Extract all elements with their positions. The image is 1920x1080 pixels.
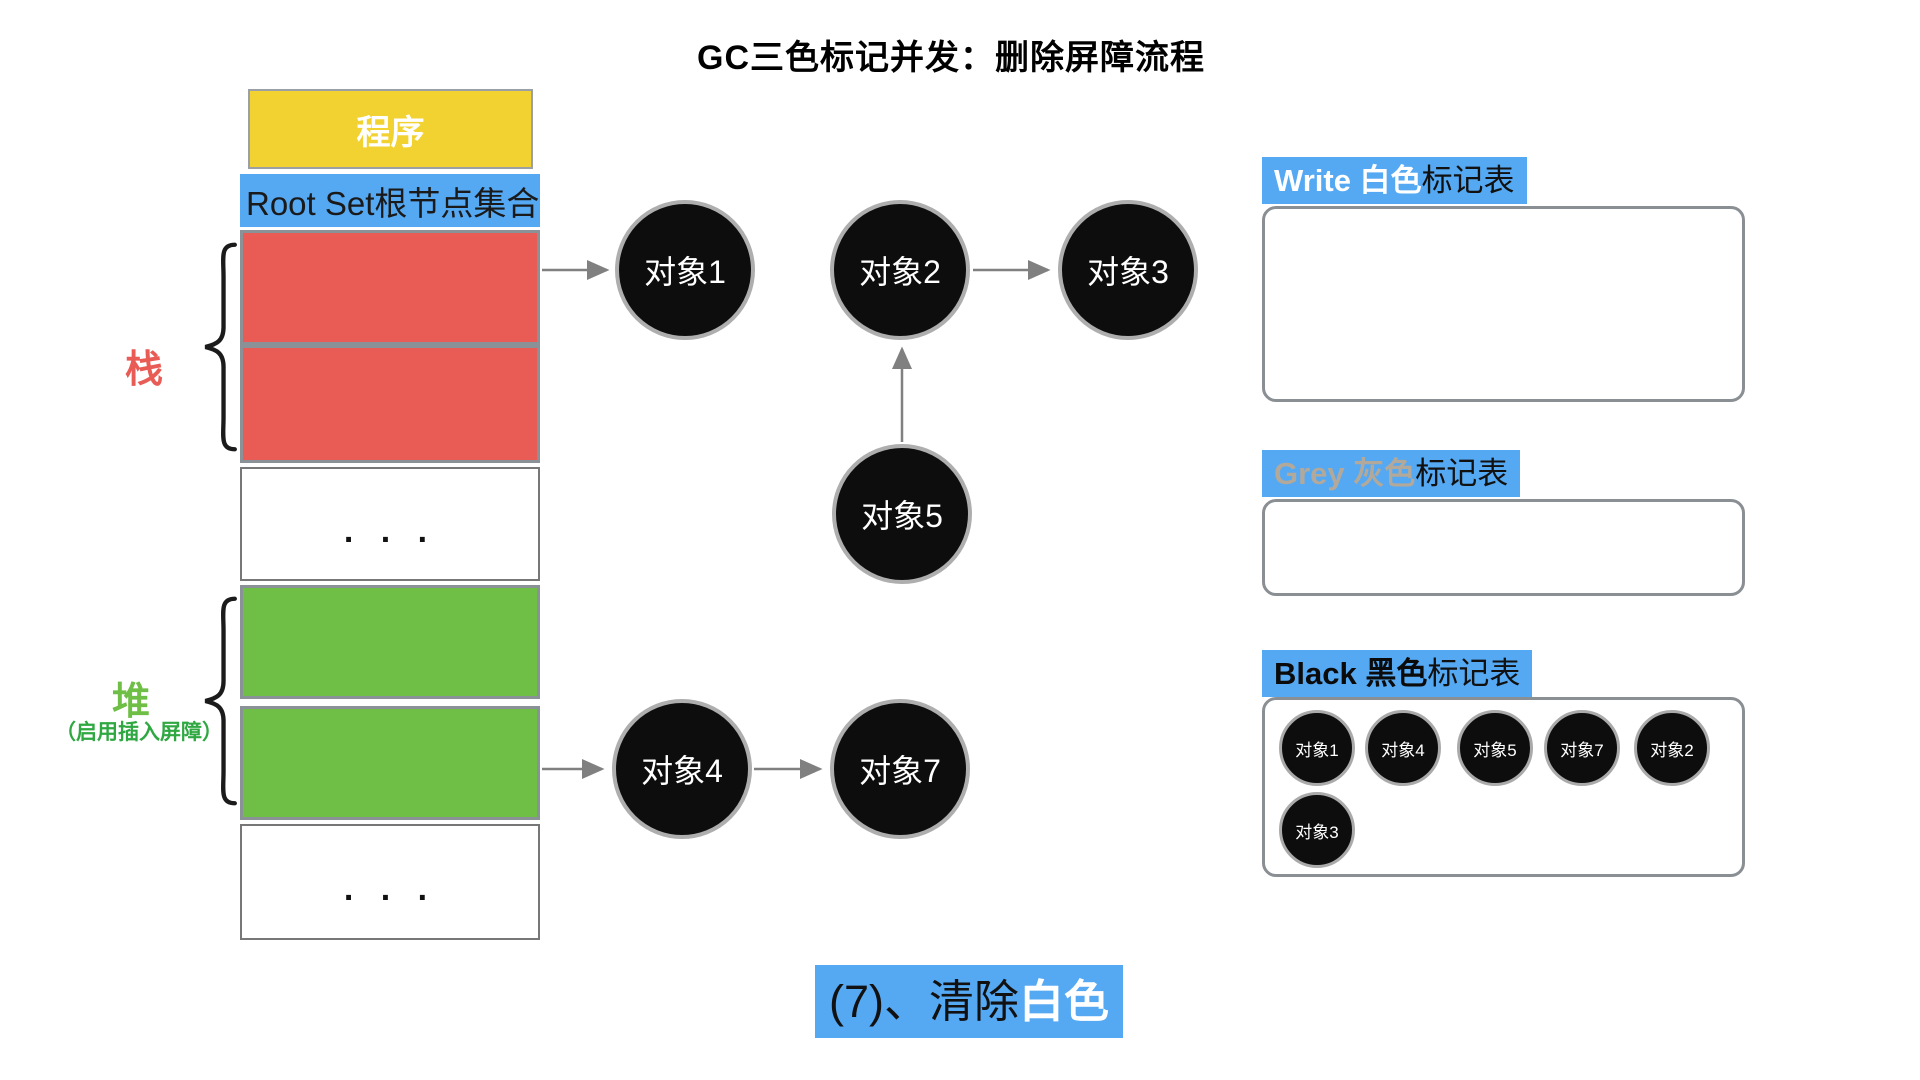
black-item-label: 对象7 xyxy=(1560,740,1604,760)
ellipsis-block-top: . . . xyxy=(240,467,540,581)
black-table-item-obj7: 对象7 xyxy=(1544,710,1620,786)
program-label: 程序 xyxy=(356,113,425,152)
white-table-label: Write 白色标记表 xyxy=(1262,157,1527,204)
black-table-label-rest: 标记表 xyxy=(1427,656,1521,691)
stack-label: 栈 xyxy=(125,349,164,391)
black-item-label: 对象3 xyxy=(1295,822,1339,842)
heap-label: 堆 xyxy=(112,681,151,723)
node-obj2: 对象2 xyxy=(830,200,970,340)
step-caption: (7)、清除白色 xyxy=(815,965,1124,1038)
node-obj1-label: 对象1 xyxy=(644,254,726,290)
black-table-item-obj1: 对象1 xyxy=(1279,710,1355,786)
white-table-box xyxy=(1262,206,1745,402)
black-item-label: 对象5 xyxy=(1473,740,1517,760)
stack-slot-2 xyxy=(240,345,540,463)
ellipsis-block-bottom: . . . xyxy=(240,824,540,940)
node-obj3: 对象3 xyxy=(1058,200,1198,340)
node-obj3-label: 对象3 xyxy=(1087,254,1169,290)
grey-table-label: Grey 灰色标记表 xyxy=(1262,450,1521,497)
node-obj5-label: 对象5 xyxy=(861,498,943,534)
node-obj4: 对象4 xyxy=(612,699,752,839)
node-obj5: 对象5 xyxy=(832,444,972,584)
step-caption-text: (7)、清除 xyxy=(829,976,1019,1027)
program-block: 程序 xyxy=(248,89,533,169)
root-set-label: Root Set根节点集合 xyxy=(246,184,540,222)
heap-note: （启用插入屏障） xyxy=(55,721,223,744)
black-item-label: 对象4 xyxy=(1381,740,1425,760)
black-table-item-obj4: 对象4 xyxy=(1365,710,1441,786)
page-title: GC三色标记并发：删除屏障流程 xyxy=(697,39,1205,77)
grey-table-label-rest: 标记表 xyxy=(1415,456,1509,491)
node-obj7-label: 对象7 xyxy=(859,753,941,789)
black-table-item-obj3: 对象3 xyxy=(1279,792,1355,868)
ellipsis-top: . . . xyxy=(343,511,437,550)
white-table-label-highlight: Write 白色 xyxy=(1274,163,1422,198)
node-obj4-label: 对象4 xyxy=(641,753,723,789)
black-table-label: Black 黑色标记表 xyxy=(1262,650,1533,697)
grey-table-box xyxy=(1262,499,1745,596)
black-table-label-highlight: Black 黑色 xyxy=(1274,656,1428,691)
stack-brace xyxy=(204,242,237,452)
node-obj1: 对象1 xyxy=(615,200,755,340)
ellipsis-bottom: . . . xyxy=(343,869,437,908)
black-item-label: 对象2 xyxy=(1650,740,1694,760)
stack-slot-1 xyxy=(240,230,540,345)
root-set-bar: Root Set根节点集合 xyxy=(240,174,540,227)
heap-slot-2 xyxy=(240,706,540,820)
grey-table-label-highlight: Grey 灰色 xyxy=(1274,456,1416,491)
black-table-item-obj2: 对象2 xyxy=(1634,710,1710,786)
black-item-label: 对象1 xyxy=(1295,740,1339,760)
heap-brace xyxy=(204,596,237,806)
step-caption-highlight: 白色 xyxy=(1019,976,1110,1027)
black-table-item-obj5: 对象5 xyxy=(1457,710,1533,786)
heap-slot-1 xyxy=(240,585,540,699)
white-table-label-rest: 标记表 xyxy=(1421,163,1515,198)
node-obj2-label: 对象2 xyxy=(859,254,941,290)
node-obj7: 对象7 xyxy=(830,699,970,839)
